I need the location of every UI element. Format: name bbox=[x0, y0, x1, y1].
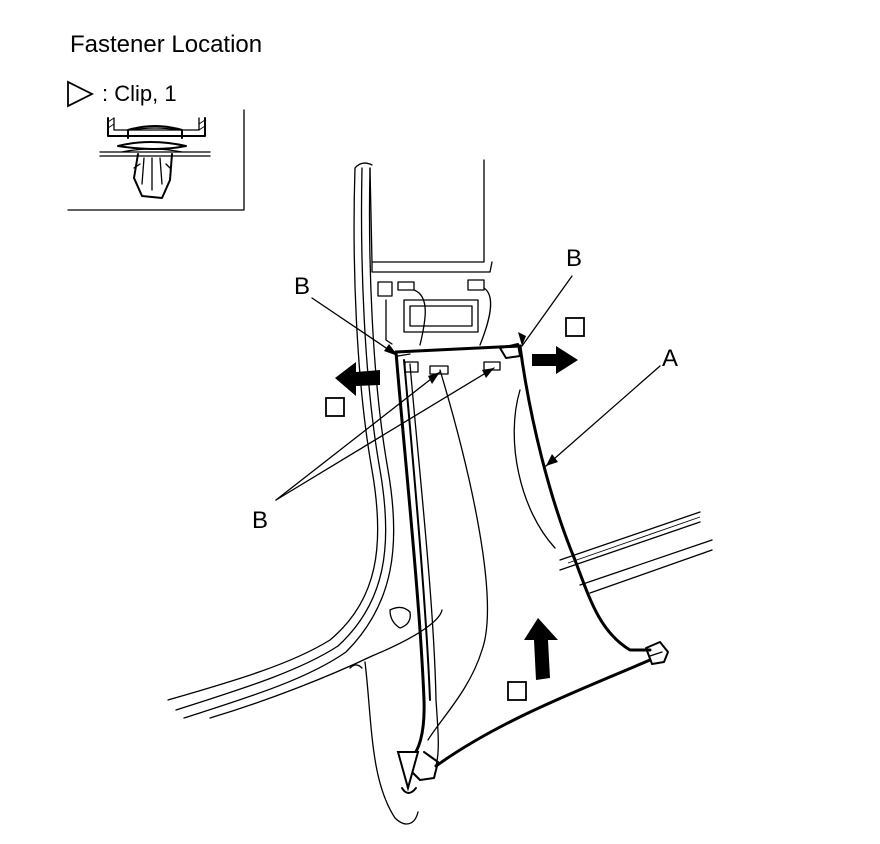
pillar-trim-panel-a bbox=[394, 343, 669, 781]
leader-arrowhead-b-bottom-1 bbox=[428, 372, 440, 384]
step-box-left bbox=[325, 397, 345, 417]
fastener-location-title: Fastener Location bbox=[70, 31, 262, 58]
leader-arrowhead-b-right bbox=[518, 332, 526, 346]
clip-legend-text: : Clip, 1 bbox=[102, 81, 177, 106]
leader-arrowhead-b-left bbox=[384, 344, 398, 356]
pillar-body-structure bbox=[167, 159, 713, 825]
step-box-bottom bbox=[507, 681, 527, 701]
clip-triangle-icon bbox=[67, 80, 95, 108]
leader-arrowhead-a bbox=[546, 454, 558, 466]
callout-b-bottom: B bbox=[252, 507, 268, 534]
clip-position-triangle-icon bbox=[396, 751, 420, 792]
upper-anchor-bracket bbox=[377, 279, 501, 375]
clip-detail-inset bbox=[67, 109, 245, 211]
callout-b-top-left: B bbox=[294, 273, 310, 300]
callout-a: A bbox=[662, 345, 678, 372]
left-arrow-icon bbox=[335, 362, 380, 396]
callout-b-top-right: B bbox=[566, 245, 582, 272]
up-arrow-icon bbox=[524, 618, 558, 680]
callout-leader-lines bbox=[275, 275, 661, 501]
leader-arrowhead-b-bottom-2 bbox=[482, 368, 494, 378]
clip-position-base bbox=[401, 787, 417, 794]
step-box-upper-right bbox=[565, 317, 585, 337]
right-arrow-icon bbox=[532, 346, 578, 374]
